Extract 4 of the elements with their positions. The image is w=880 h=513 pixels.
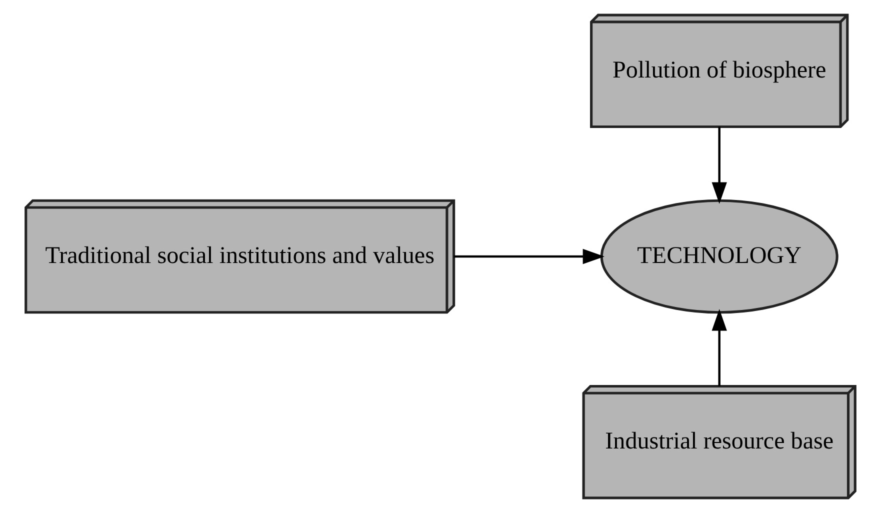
arrow (453, 248, 604, 264)
node-ellipse: TECHNOLOGY (600, 199, 838, 314)
arrow (711, 126, 726, 204)
arrow (711, 309, 726, 386)
